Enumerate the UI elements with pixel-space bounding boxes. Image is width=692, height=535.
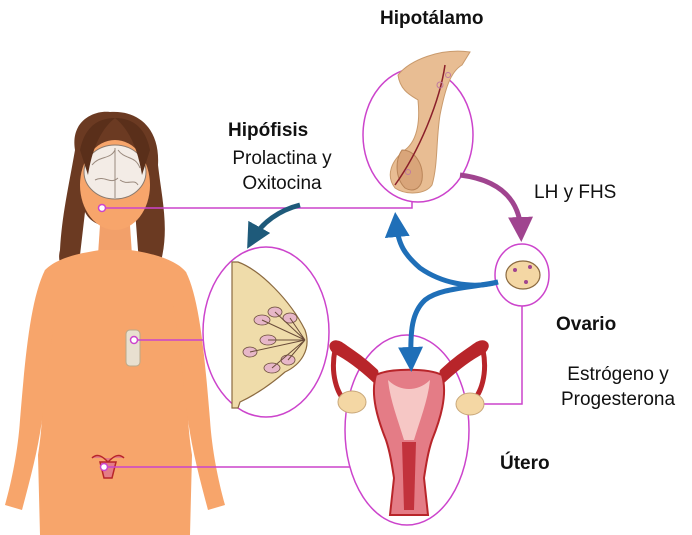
arrow-pituitary-to-breast — [252, 205, 300, 240]
breast-tissue-icon — [126, 330, 140, 366]
woman-figure — [5, 112, 225, 535]
torso — [37, 250, 194, 535]
ovarian-hormone-line-1: Estrógeno y — [548, 362, 688, 387]
pituitary-hormone-line-1: Prolactina y — [212, 146, 352, 171]
pituitary-label: Hipófisis — [228, 120, 308, 142]
pituitary-hormones-label: Prolactina y Oxitocina — [212, 146, 352, 196]
arrow-ovary-to-hypothalamus — [396, 222, 498, 285]
gonadotropins-label: LH y FHS — [534, 180, 616, 205]
ovarian-hormones-label: Estrógeno y Progesterona — [548, 362, 688, 412]
ovary-view — [495, 244, 549, 306]
arrow-hypothalamus-to-ovary — [460, 175, 521, 232]
ovary-label: Ovario — [556, 314, 616, 336]
uterus-label: Útero — [500, 453, 550, 475]
hypothalamus-label: Hipotálamo — [380, 8, 483, 30]
ovary-left-icon — [338, 391, 366, 413]
hypothalamus-pituitary-view — [363, 51, 473, 202]
ovary-right-icon — [456, 393, 484, 415]
ovarian-hormone-line-2: Progesterona — [548, 387, 688, 412]
uterus-view — [333, 335, 485, 525]
breast-view — [203, 247, 329, 417]
pituitary-hormone-line-2: Oxitocina — [212, 171, 352, 196]
